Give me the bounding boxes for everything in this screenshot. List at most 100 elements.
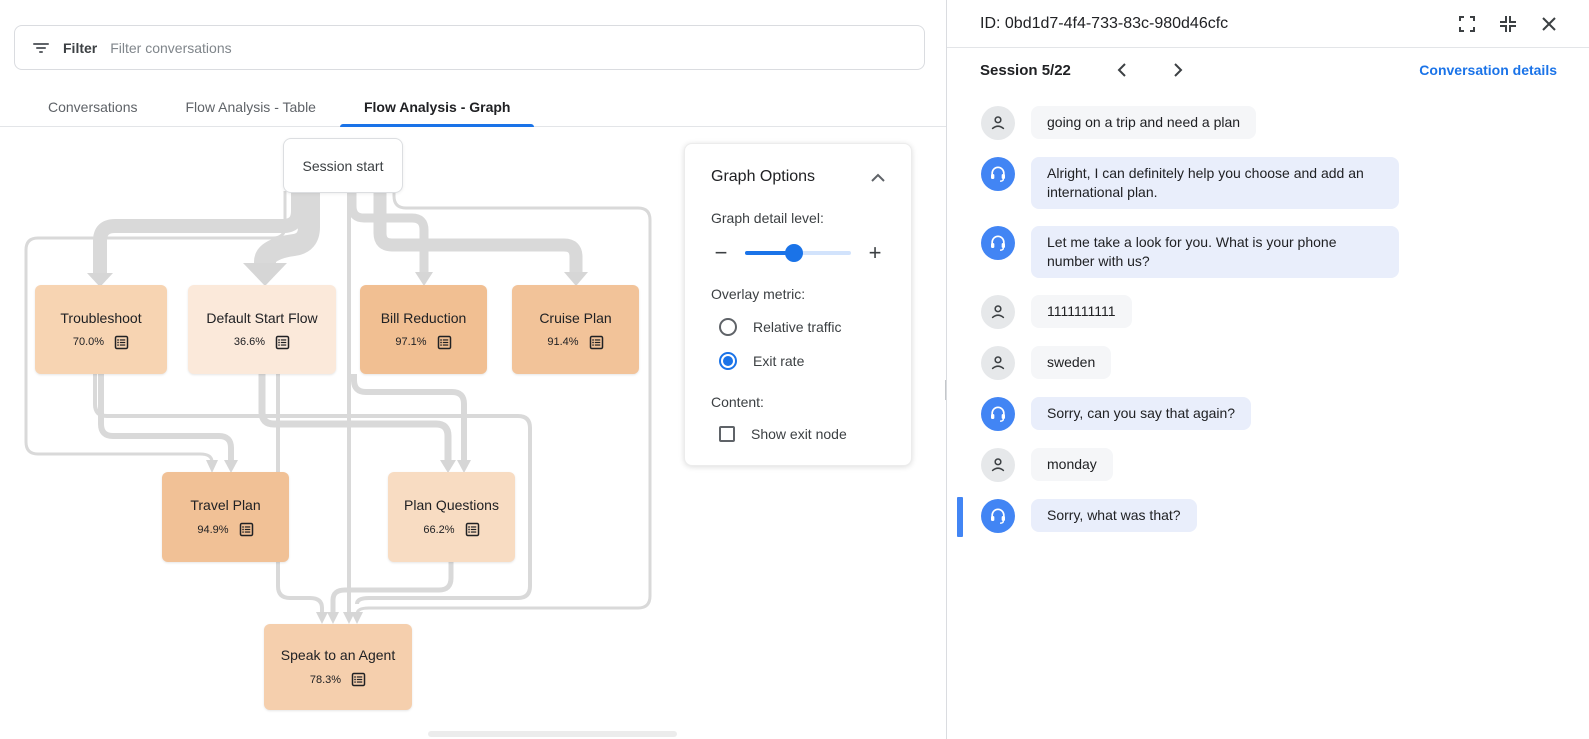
session-nav-row: Session 5/22 Conversation details (947, 48, 1589, 92)
list-alt-icon[interactable] (465, 522, 480, 537)
graph-options-panel: Graph Options Graph detail level: − + Ov… (684, 143, 912, 466)
message-row: Alright, I can definitely help you choos… (947, 157, 1589, 209)
checkbox-icon[interactable] (719, 426, 735, 442)
slider-fill (745, 251, 794, 255)
chevron-up-icon[interactable] (871, 173, 885, 182)
node-exit-rate: 66.2% (423, 523, 455, 536)
list-alt-icon[interactable] (114, 335, 129, 350)
list-alt-icon[interactable] (437, 335, 452, 350)
filter-conversations-input[interactable] (110, 39, 907, 56)
user-message-bubble[interactable]: sweden (1031, 346, 1112, 379)
bot-message-bubble[interactable]: Sorry, what was that? (1031, 499, 1197, 532)
graph-node-troubleshoot[interactable]: Troubleshoot 70.0% (35, 285, 167, 374)
node-title: Speak to an Agent (280, 647, 396, 663)
node-title: Cruise Plan (539, 309, 612, 326)
list-alt-icon[interactable] (351, 672, 366, 687)
flow-graph-canvas[interactable]: Session start Troubleshoot 70.0% Default… (0, 127, 946, 739)
conversation-detail-panel: ID: 0bd1d7-4f4-733-83c-980d46cfc (947, 0, 1589, 739)
message-row: Sorry, can you say that again? (947, 397, 1589, 431)
bot-headset-avatar-icon (981, 226, 1015, 260)
graph-node-session-start[interactable]: Session start (283, 138, 403, 193)
radio-selected-icon[interactable] (719, 352, 737, 370)
panel-divider (946, 0, 947, 739)
checkbox-label: Show exit node (751, 426, 847, 442)
graph-node-cruise-plan[interactable]: Cruise Plan 91.4% (512, 285, 639, 374)
node-exit-rate: 70.0% (72, 336, 105, 348)
conversation-id-title: ID: 0bd1d7-4f4-733-83c-980d46cfc (980, 14, 1229, 32)
radio-label: Relative traffic (753, 319, 842, 335)
graph-node-speak-to-an-agent[interactable]: Speak to an Agent 78.3% (264, 624, 412, 710)
graph-options-title: Graph Options (711, 168, 816, 185)
node-exit-rate: 91.4% (547, 336, 579, 348)
radio-relative-traffic[interactable]: Relative traffic (719, 318, 885, 336)
graph-node-travel-plan[interactable]: Travel Plan 94.9% (162, 472, 289, 562)
message-row: monday (947, 448, 1589, 482)
tab-flow-analysis-graph[interactable]: Flow Analysis - Graph (339, 88, 535, 127)
node-exit-rate: 94.9% (197, 523, 229, 536)
graph-node-plan-questions[interactable]: Plan Questions 66.2% (388, 472, 515, 562)
bot-headset-avatar-icon (981, 499, 1015, 533)
message-list: going on a trip and need a plan Alright,… (947, 92, 1589, 537)
user-message-bubble[interactable]: monday (1031, 448, 1113, 481)
user-avatar-icon (981, 346, 1015, 380)
graph-detail-level-label: Graph detail level: (711, 210, 824, 226)
bot-headset-avatar-icon (981, 157, 1015, 191)
list-alt-icon[interactable] (239, 522, 254, 537)
conversation-details-link[interactable]: Conversation details (1419, 62, 1557, 78)
radio-label: Exit rate (753, 353, 805, 369)
content-label: Content: (711, 394, 764, 410)
tab-bar: Conversations Flow Analysis - Table Flow… (0, 88, 946, 127)
node-title: Travel Plan (190, 497, 261, 513)
tab-label: Flow Analysis - Table (185, 99, 316, 115)
graph-node-bill-reduction[interactable]: Bill Reduction 97.1% (360, 285, 487, 374)
zoom-out-minus-button[interactable]: − (714, 240, 728, 265)
slider-thumb[interactable] (784, 244, 803, 262)
bot-message-bubble[interactable]: Sorry, can you say that again? (1031, 397, 1252, 430)
next-session-button[interactable] (1173, 62, 1183, 78)
user-message-bubble[interactable]: 1111111111 (1031, 295, 1132, 328)
session-counter: Session 5/22 (980, 61, 1071, 79)
user-message-bubble[interactable]: going on a trip and need a plan (1031, 106, 1257, 139)
graph-node-default-start-flow[interactable]: Default Start Flow 36.6% (188, 285, 336, 374)
tab-flow-analysis-table[interactable]: Flow Analysis - Table (162, 88, 340, 126)
checkbox-show-exit-node[interactable]: Show exit node (719, 426, 885, 442)
filter-bar[interactable]: Filter (14, 25, 925, 70)
message-row: going on a trip and need a plan (947, 106, 1589, 140)
horizontal-scrollbar[interactable] (428, 731, 677, 737)
message-row: 1111111111 (947, 295, 1589, 329)
flow-edges (24, 191, 652, 624)
user-avatar-icon (981, 106, 1015, 140)
message-row-active: Sorry, what was that? (947, 497, 1589, 537)
fullscreen-icon[interactable] (1457, 14, 1477, 34)
node-title: Bill Reduction (380, 309, 467, 326)
filter-label: Filter (63, 39, 98, 56)
exit-fullscreen-icon[interactable] (1498, 14, 1518, 34)
filter-list-icon (33, 42, 49, 53)
node-exit-rate: 36.6% (233, 336, 266, 348)
list-alt-icon[interactable] (589, 335, 604, 350)
conversation-header: ID: 0bd1d7-4f4-733-83c-980d46cfc (947, 0, 1589, 48)
overlay-metric-label: Overlay metric: (711, 286, 806, 302)
message-row: sweden (947, 346, 1589, 380)
tab-label: Conversations (48, 99, 138, 115)
user-avatar-icon (981, 295, 1015, 329)
node-title: Troubleshoot (60, 309, 142, 326)
node-exit-rate: 97.1% (395, 336, 427, 348)
node-title: Default Start Flow (206, 309, 318, 326)
tab-conversations[interactable]: Conversations (24, 88, 162, 126)
flow-analysis-panel: Filter Conversations Flow Analysis - Tab… (0, 25, 946, 739)
radio-icon[interactable] (719, 318, 737, 336)
previous-session-button[interactable] (1117, 62, 1127, 78)
radio-exit-rate[interactable]: Exit rate (719, 352, 885, 370)
user-avatar-icon (981, 448, 1015, 482)
zoom-in-plus-button[interactable]: + (868, 240, 882, 265)
message-row: Let me take a look for you. What is your… (947, 226, 1589, 278)
node-exit-rate: 78.3% (309, 673, 342, 686)
bot-headset-avatar-icon (981, 397, 1015, 431)
graph-detail-slider[interactable] (745, 244, 851, 262)
close-icon[interactable] (1539, 14, 1559, 34)
bot-message-bubble[interactable]: Let me take a look for you. What is your… (1031, 226, 1399, 278)
active-message-marker (957, 497, 963, 537)
list-alt-icon[interactable] (275, 335, 290, 350)
bot-message-bubble[interactable]: Alright, I can definitely help you choos… (1031, 157, 1399, 209)
